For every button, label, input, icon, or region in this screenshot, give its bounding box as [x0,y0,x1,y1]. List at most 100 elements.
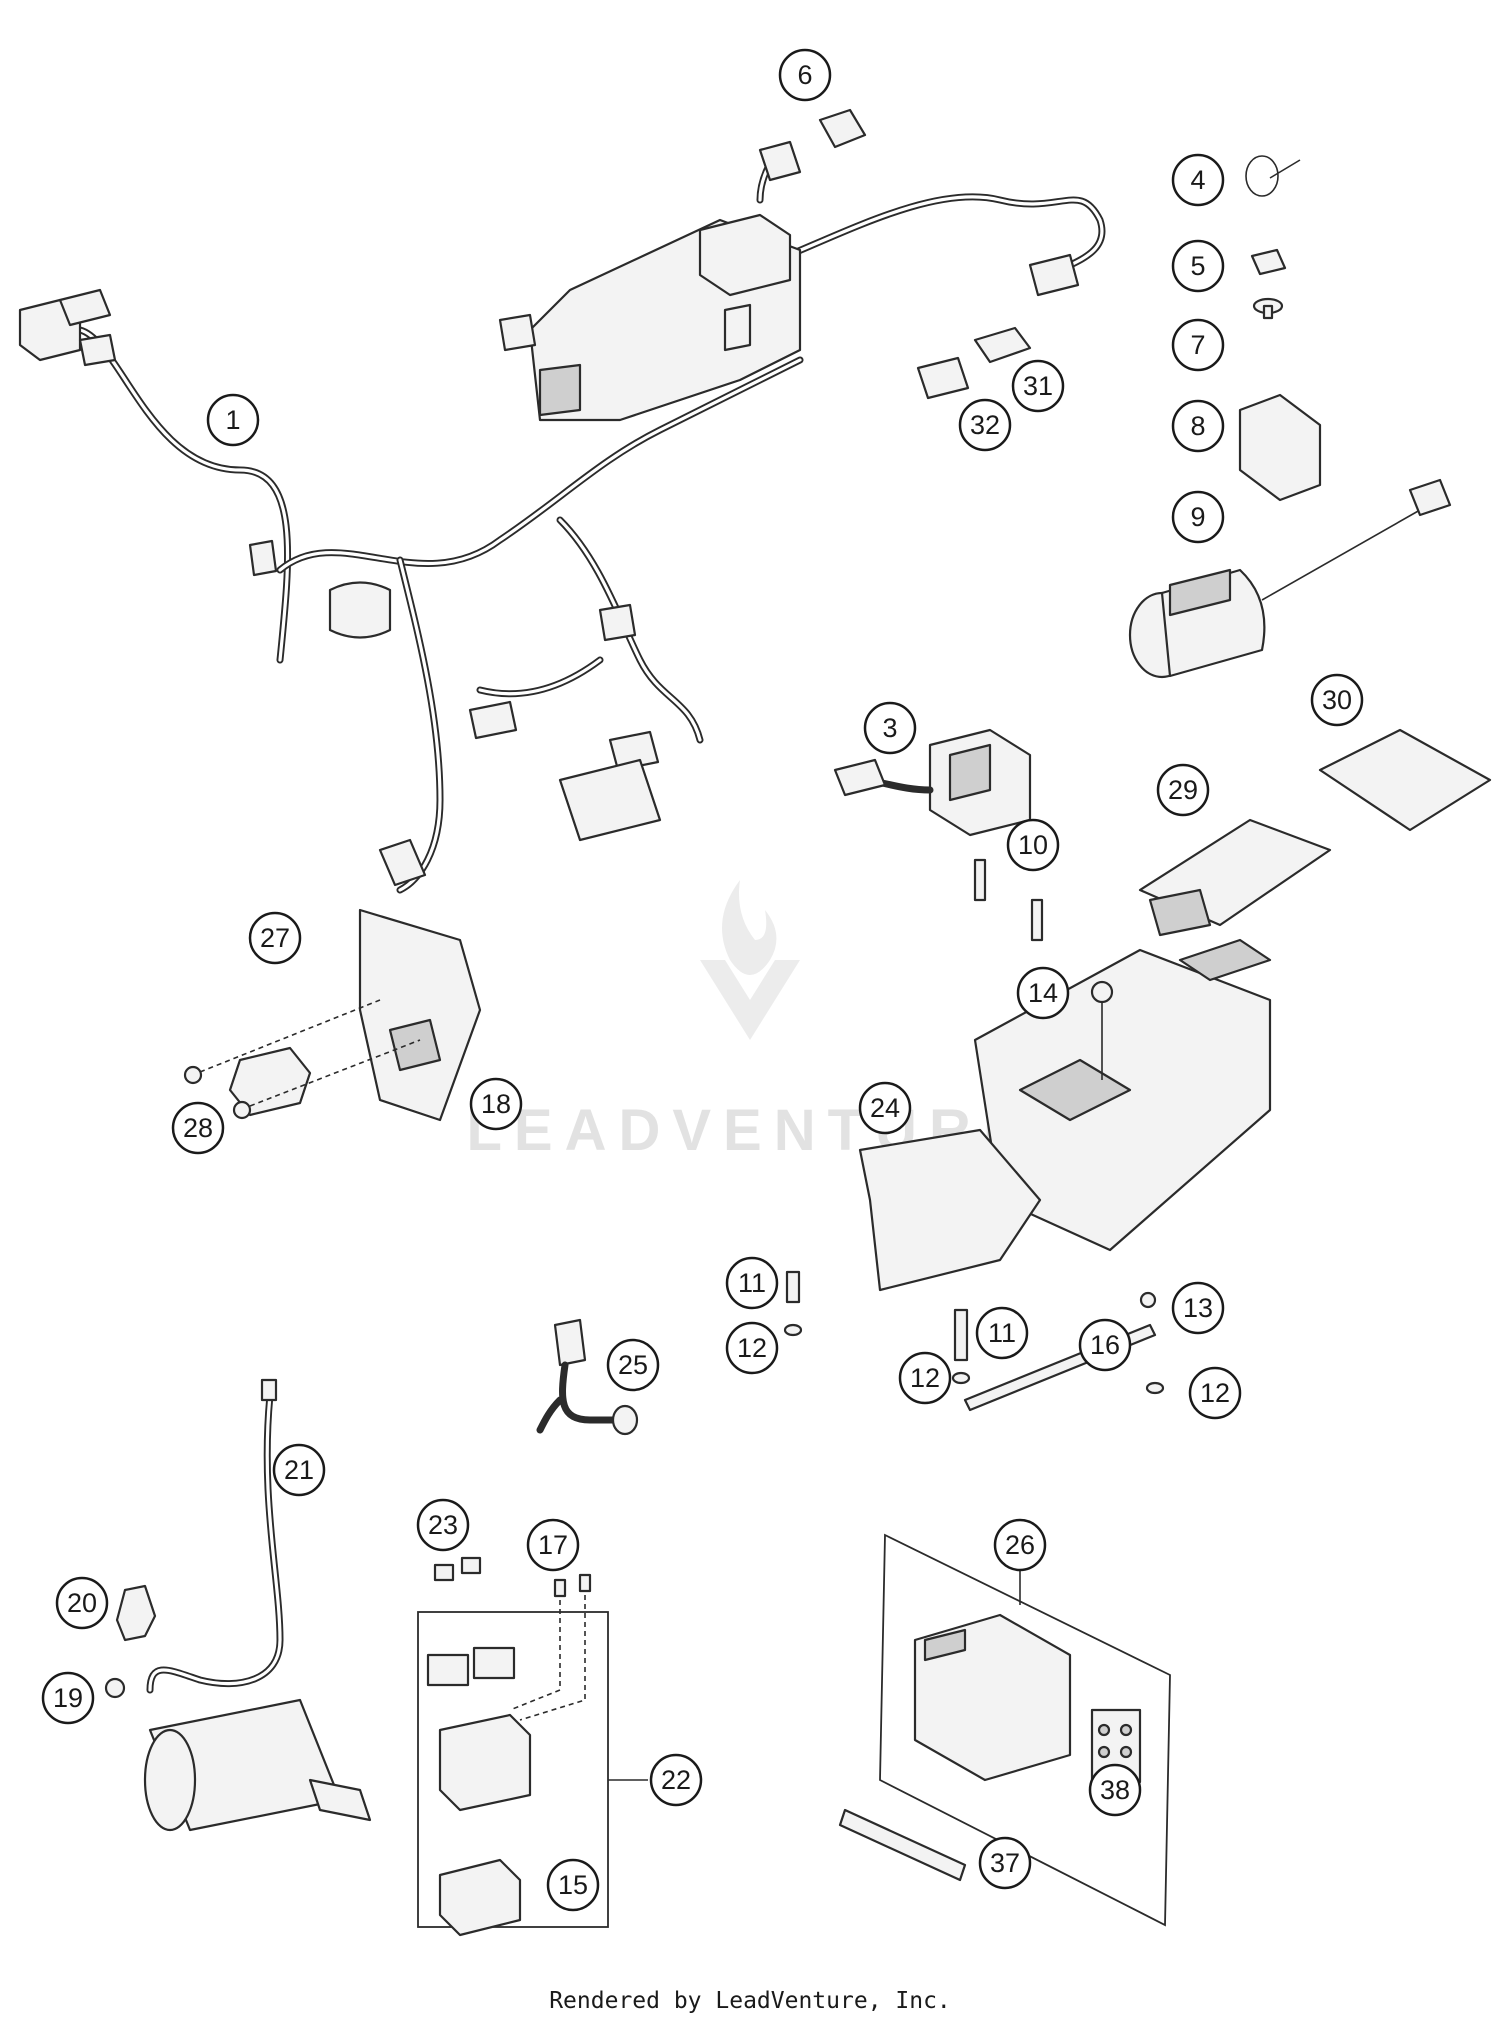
svg-text:23: 23 [428,1510,458,1540]
clip-part-5 [1250,248,1287,276]
svg-text:22: 22 [661,1765,691,1795]
svg-text:12: 12 [737,1333,767,1363]
svg-text:24: 24 [870,1093,900,1123]
callout-31: 31 [1011,359,1065,413]
leadventure-watermark: LEADVENTURE [466,880,1022,1163]
callout-26: 26 [993,1518,1047,1572]
callout-11-left: 11 [725,1256,779,1310]
svg-text:20: 20 [67,1588,97,1618]
callout-22: 22 [649,1753,703,1807]
svg-text:27: 27 [260,923,290,953]
callout-29: 29 [1156,763,1210,817]
callout-8: 8 [1171,399,1225,453]
callout-13: 13 [1171,1281,1225,1335]
callout-20: 20 [55,1576,109,1630]
callout-17: 17 [526,1518,580,1572]
svg-text:38: 38 [1100,1775,1130,1805]
callout-3: 3 [863,701,917,755]
connector-part-6 [818,108,867,149]
connector-part-32 [916,356,970,400]
svg-text:32: 32 [970,410,1000,440]
callout-14: 14 [1016,966,1070,1020]
svg-text:14: 14 [1028,978,1058,1008]
svg-text:16: 16 [1090,1330,1120,1360]
svg-text:4: 4 [1190,165,1205,195]
callout-6: 6 [778,48,832,102]
terminal-part-20 [115,1584,157,1642]
callout-21: 21 [272,1443,326,1497]
regulator-part-3 [833,728,1032,837]
callout-1: 1 [206,393,260,447]
connector-part-31 [973,326,1032,364]
svg-text:31: 31 [1023,371,1053,401]
callout-24: 24 [858,1081,912,1135]
svg-text:9: 9 [1190,502,1205,532]
svg-text:7: 7 [1190,330,1205,360]
cable-tie-part-4 [1245,155,1301,197]
callout-10: 10 [1006,818,1060,872]
svg-text:17: 17 [538,1530,568,1560]
callout-12-left: 12 [725,1321,779,1375]
battery [838,1613,1142,1882]
svg-text:18: 18 [481,1089,511,1119]
svg-text:11: 11 [988,1318,1016,1348]
callout-23: 23 [416,1498,470,1552]
svg-text:26: 26 [1005,1530,1035,1560]
fuses-part-23 [433,1556,482,1582]
starter-cable-part-21 [146,1378,284,1694]
cover-part-8 [1238,393,1322,502]
callout-7: 7 [1171,318,1225,372]
callout-16: 16 [1078,1318,1132,1372]
relay-parts [426,1573,592,1937]
svg-text:11: 11 [738,1268,766,1298]
svg-text:25: 25 [618,1350,648,1380]
wiring-harness [18,140,1106,894]
horn-part-9 [1128,478,1452,679]
callout-30: 30 [1310,673,1364,727]
starter-motor [143,1698,372,1832]
svg-text:15: 15 [558,1870,588,1900]
fuse-box-part-27 [228,1046,312,1117]
svg-text:6: 6 [797,60,812,90]
callout-5: 5 [1171,239,1225,293]
callout-12-right: 12 [1188,1366,1242,1420]
svg-text:13: 13 [1183,1293,1213,1323]
callout-9: 9 [1171,490,1225,544]
svg-text:3: 3 [882,713,897,743]
callout-25: 25 [606,1338,660,1392]
svg-text:30: 30 [1322,685,1352,715]
svg-text:21: 21 [284,1455,314,1485]
bracket-part-18 [358,908,482,1122]
relay-kit-frame-part-22 [417,1611,609,1928]
svg-text:8: 8 [1190,411,1205,441]
svg-text:1: 1 [225,405,240,435]
callout-19: 19 [41,1671,95,1725]
screws-part-28 [183,999,421,1120]
callout-11-right: 11 [975,1306,1029,1360]
bracket-part-30 [1318,728,1492,832]
screw-part-14 [1090,980,1114,1080]
svg-text:12: 12 [1200,1378,1230,1408]
svg-text:5: 5 [1190,251,1205,281]
rivet-part-7 [1252,297,1284,320]
callout-15: 15 [546,1858,600,1912]
screws-part-10 [973,858,1044,942]
footer-credit: Rendered by LeadVenture, Inc. [549,1988,951,2014]
svg-text:19: 19 [53,1683,83,1713]
callout-32: 32 [958,398,1012,452]
cable-part-25 [536,1318,639,1436]
callout-4: 4 [1171,153,1225,207]
ecu-part-29-connector [1148,888,1212,937]
svg-text:28: 28 [183,1113,213,1143]
svg-text:37: 37 [990,1848,1020,1878]
callout-37: 37 [978,1836,1032,1890]
callout-28: 28 [171,1101,225,1155]
callout-38: 38 [1088,1763,1142,1817]
nut-part-19 [104,1677,126,1699]
battery-tray-part-24 [858,938,1272,1292]
svg-text:29: 29 [1168,775,1198,805]
callout-27: 27 [248,911,302,965]
svg-text:10: 10 [1018,830,1048,860]
svg-text:12: 12 [910,1363,940,1393]
